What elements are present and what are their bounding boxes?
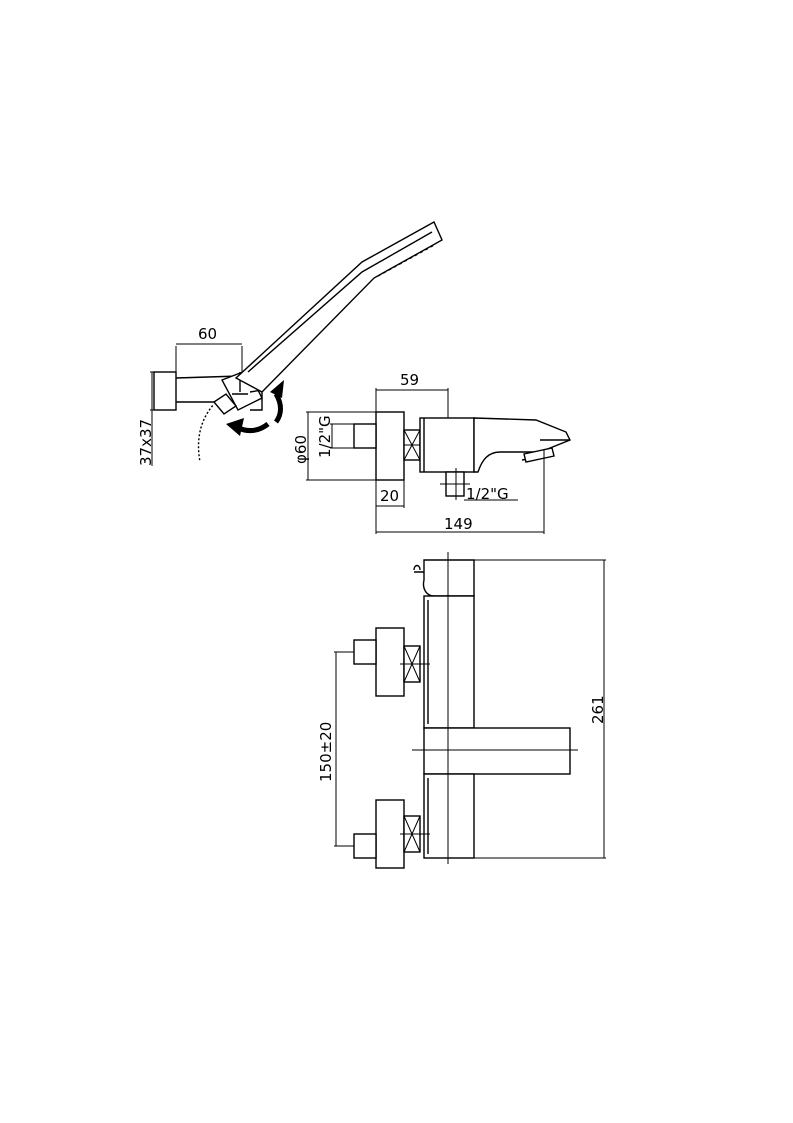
dimension-wall-offset-label: 20 <box>380 487 399 505</box>
dimension-wall-offset: 20 <box>375 480 405 534</box>
hand-shower-handle <box>234 221 443 393</box>
mixer-body-side <box>419 417 475 473</box>
side-nut <box>403 429 421 461</box>
hand-shower-edge <box>247 231 433 373</box>
dimension-outlet-thread: 1/2"G <box>464 485 518 503</box>
dimension-holder-depth-label: 60 <box>198 325 217 343</box>
dimension-holder-base: 37x37 <box>137 371 155 466</box>
mixer-front-view: 150±20 261 <box>317 552 607 869</box>
upper-body <box>423 595 475 729</box>
dimension-total-depth-label: 149 <box>444 515 473 533</box>
dimension-inlet-thread-label: 1/2"G <box>316 415 334 458</box>
hose-connector <box>212 393 238 415</box>
inlet-fitting <box>353 423 377 449</box>
holder-stop <box>249 389 263 411</box>
hose-ribs <box>196 402 216 463</box>
lower-connection <box>353 799 430 869</box>
dimension-body-depth-label: 59 <box>400 371 419 389</box>
hand-shower-holder-view: 60 37x37 <box>137 221 443 466</box>
upper-connection <box>353 627 430 697</box>
dimension-total-depth: 149 <box>376 450 545 534</box>
curved-arrow-down-icon <box>270 380 284 424</box>
curved-arrow-left-icon <box>226 418 270 436</box>
dimension-outlet-thread-label: 1/2"G <box>466 485 509 503</box>
dimension-cover-diameter: φ60 <box>292 411 376 481</box>
lower-body <box>423 773 475 859</box>
dimension-inlet-spacing: 150±20 <box>317 651 354 847</box>
dimension-cover-diameter-label: φ60 <box>292 435 310 464</box>
wall-plate <box>153 371 177 411</box>
hand-shower-nozzles <box>377 243 437 277</box>
dimension-total-height-label: 261 <box>589 695 607 724</box>
dimension-holder-base-label: 37x37 <box>137 419 155 466</box>
dimension-inlet-thread: 1/2"G <box>316 415 354 458</box>
dimension-inlet-spacing-label: 150±20 <box>317 722 335 782</box>
mixer-side-view: 59 φ60 1/2"G 1/2"G 20 149 <box>292 371 571 534</box>
outlet-crosshair <box>440 468 470 500</box>
top-cap <box>422 559 475 597</box>
spout-side <box>473 417 571 473</box>
wall-cover <box>375 411 405 481</box>
dimension-total-height: 261 <box>474 559 607 859</box>
spout-front <box>423 727 571 775</box>
top-knob <box>413 564 424 573</box>
spout-aerator <box>523 447 555 463</box>
dimension-holder-depth: 60 <box>175 325 243 372</box>
dimension-body-depth: 59 <box>375 371 449 418</box>
